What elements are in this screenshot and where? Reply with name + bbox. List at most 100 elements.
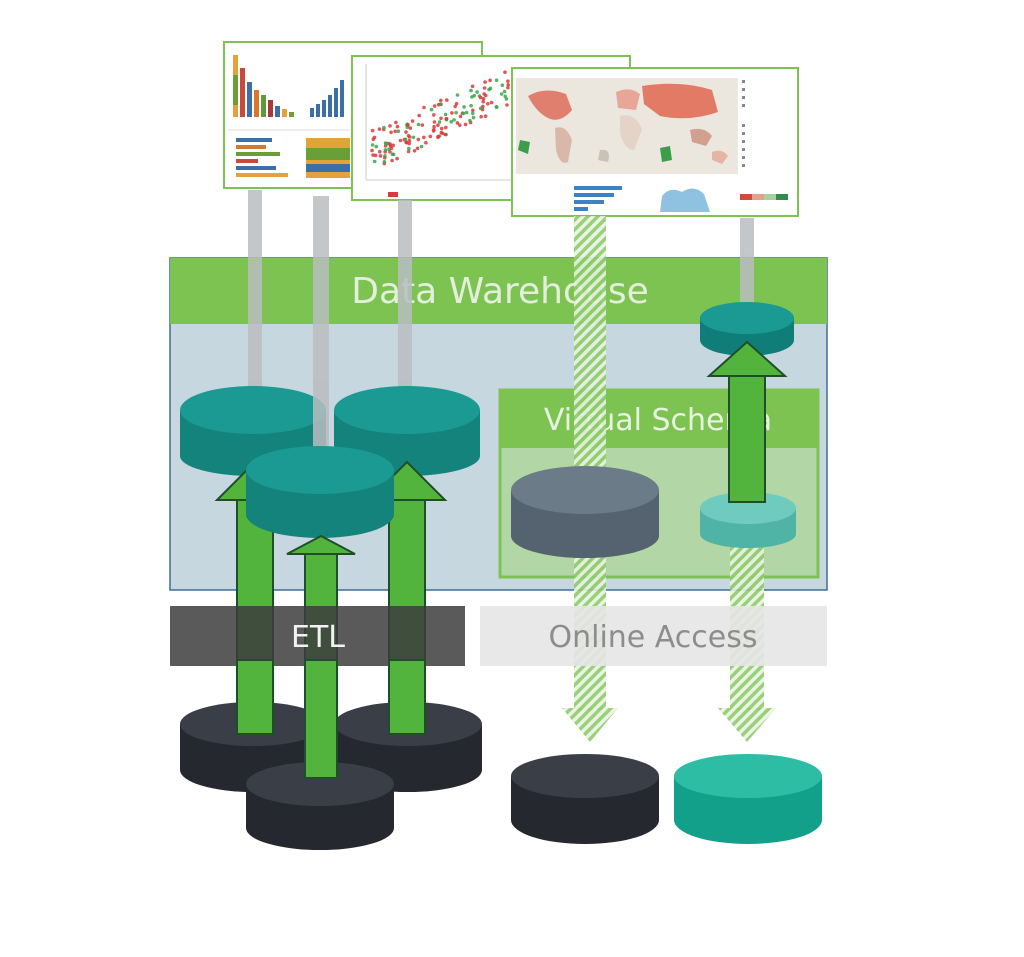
scatter-dot	[483, 114, 488, 118]
scatter-dot	[395, 124, 400, 129]
scatter-dot	[436, 123, 440, 127]
scatter-dot	[394, 120, 398, 125]
scatter-dot	[429, 107, 434, 112]
etl-label: ETL	[291, 620, 345, 655]
scatter-dot	[391, 143, 396, 148]
scatter-dot	[436, 135, 440, 140]
scatter-dot	[432, 120, 437, 124]
scatter-dot	[407, 141, 412, 146]
scatter-dot	[432, 124, 436, 129]
scatter-dot	[469, 103, 473, 108]
scatter-dot	[478, 95, 483, 100]
scatter-dot	[417, 113, 422, 118]
scatter-dot	[450, 111, 454, 115]
warehouse-cylinder-center	[246, 446, 394, 538]
scatter-dot	[398, 138, 403, 143]
source-cylinder-center	[246, 762, 394, 850]
scatter-dot	[391, 152, 396, 157]
density-thumb	[660, 188, 710, 212]
scatter-dot	[389, 130, 393, 135]
scatter-dot	[372, 159, 377, 164]
scatter-dot	[378, 154, 383, 158]
scatter-dot	[483, 80, 487, 84]
scatter-dot	[395, 156, 399, 161]
horizontal-bar-thumb	[236, 138, 288, 177]
scatter-dot	[484, 93, 488, 98]
scatter-dot	[410, 119, 415, 123]
scatter-dot	[415, 146, 420, 151]
scatter-dot	[407, 138, 412, 143]
stacked-bar-thumb	[233, 55, 294, 117]
scatter-dot	[407, 135, 412, 139]
virtual-up-arrow	[706, 340, 788, 503]
scatter-dot	[506, 83, 511, 87]
online-access-label: Online Access	[548, 620, 757, 655]
scatter-dot	[463, 122, 468, 127]
scatter-dot	[416, 137, 421, 142]
scatter-dot	[372, 135, 377, 140]
etl-arrow-right-shaft	[388, 659, 426, 735]
scatter-dot	[455, 121, 460, 125]
scatter-dot	[383, 148, 388, 152]
scatter-dot	[432, 113, 436, 117]
scatter-dot	[404, 130, 408, 134]
scatter-dot	[416, 122, 421, 127]
virtual-cylinder-small-teal	[700, 302, 794, 356]
etl-arrow-left-shaft	[236, 659, 274, 735]
scatter-dot	[408, 126, 413, 130]
scatter-dot	[407, 146, 411, 151]
scatter-dot	[458, 123, 462, 127]
scatter-dot	[471, 115, 476, 120]
scatter-dot	[479, 114, 484, 119]
dashboard-thumbnail-right	[511, 67, 799, 217]
scatter-dot	[403, 137, 408, 142]
scatter-dot	[481, 99, 486, 104]
scatter-dot	[420, 123, 425, 127]
scatter-dot	[406, 149, 411, 154]
scatter-dot	[468, 118, 472, 123]
scatter-dot	[404, 140, 409, 145]
area-thumb	[306, 138, 350, 178]
online-access-bar: Online Access	[480, 606, 827, 666]
scatter-dot	[370, 143, 375, 147]
scatter-dot	[481, 96, 486, 101]
scatter-dot	[464, 110, 469, 115]
scatter-dot	[439, 126, 444, 131]
scatter-dot	[449, 120, 454, 124]
scatter-dot	[371, 153, 375, 157]
scatter-dot	[439, 116, 443, 121]
scatter-dot	[482, 86, 487, 90]
scatter-dot	[383, 154, 387, 158]
scatter-dot	[374, 144, 379, 149]
scatter-dot	[499, 92, 504, 96]
scatter-dot	[453, 104, 458, 109]
scatter-dot	[506, 85, 510, 90]
scatter-dot	[471, 108, 475, 113]
color-scale-thumb	[740, 194, 788, 200]
scatter-dot	[487, 87, 491, 92]
scatter-dot	[444, 116, 449, 121]
scatter-dot	[419, 144, 424, 149]
scatter-dot	[444, 125, 448, 130]
scatter-dot	[471, 111, 475, 116]
scatter-dot	[388, 150, 392, 154]
scatter-dot	[445, 98, 449, 102]
scatter-dot	[503, 94, 508, 99]
scatter-dot	[503, 70, 507, 74]
scatter-dot	[454, 101, 459, 106]
online-cylinder-teal	[674, 754, 822, 844]
scatter-dot	[452, 118, 456, 122]
hbar-thumb	[574, 186, 622, 211]
scatter-dot	[455, 93, 460, 97]
scatter-dot	[469, 88, 473, 93]
scatter-dot	[494, 105, 499, 109]
scatter-dot	[432, 104, 437, 108]
scatter-dot	[462, 105, 466, 109]
scatter-dot	[432, 127, 436, 132]
scatter-dot	[439, 102, 443, 107]
scatter-dot	[505, 103, 509, 107]
scatter-dot	[458, 114, 463, 119]
scatter-dot	[500, 83, 505, 87]
scatter-dot	[470, 95, 474, 99]
scatter-dot	[443, 132, 448, 137]
